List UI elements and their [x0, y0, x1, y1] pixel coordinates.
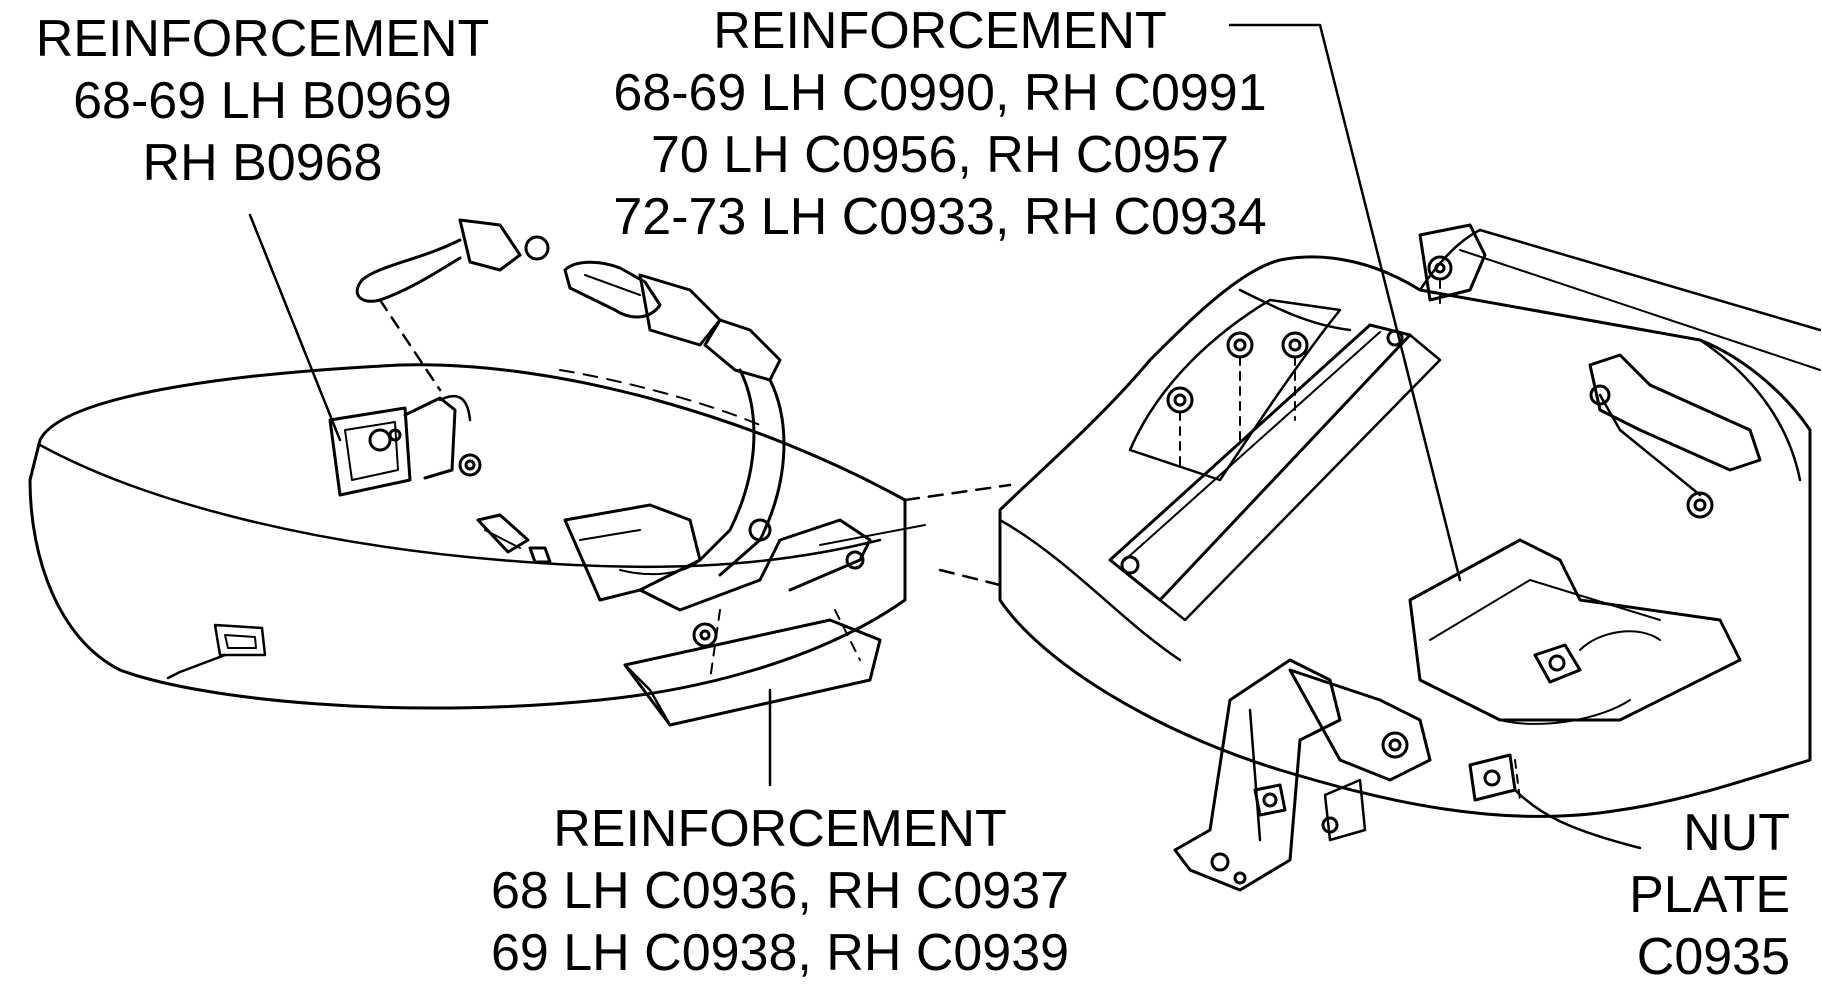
front-anchor-bracket [1175, 660, 1430, 890]
label-line: NUT [1683, 804, 1790, 862]
cushion-latch [168, 625, 265, 678]
floor-pan [1000, 230, 1820, 816]
left-seat-reinforcement-bracket [330, 396, 480, 495]
shoulder-belt-strap [357, 220, 548, 390]
assembly-dash-lines [905, 485, 1010, 585]
rivet [1283, 333, 1307, 357]
label-left-reinforcement: REINFORCEMENT 68-69 LH B0969 RH B0968 [10, 8, 515, 194]
leader-nut-plate [1515, 790, 1640, 848]
leader-lines [250, 25, 1640, 848]
label-line: 69 LH C0938, RH C0939 [490, 924, 1070, 982]
label-line: 68-69 LH C0990, RH C0991 [613, 64, 1267, 122]
label-line: REINFORCEMENT [713, 2, 1167, 60]
leader-top-reinforcement [1230, 25, 1460, 580]
rivet [1228, 333, 1252, 357]
leader-left-reinforcement [250, 215, 340, 440]
floor-upper-plate [1130, 257, 1451, 480]
label-line: 70 LH C0956, RH C0957 [650, 126, 1230, 184]
label-line: 68 LH C0936, RH C0937 [490, 862, 1070, 920]
upper-right-bracket [1420, 225, 1760, 517]
anchor-bolt-left [478, 515, 550, 562]
rivet [1429, 257, 1451, 279]
label-line: PLATE [1629, 866, 1790, 924]
nut-plate-bracket [1410, 540, 1740, 724]
label-line: RH B0968 [142, 134, 383, 192]
label-bottom-reinforcement: REINFORCEMENT 68 LH C0936, RH C0937 69 L… [440, 798, 1120, 984]
center-anchor-bracket [565, 505, 925, 610]
label-line: 68-69 LH B0969 [73, 72, 452, 130]
nut-plate [1535, 645, 1580, 682]
label-line: REINFORCEMENT [553, 800, 1007, 858]
rivet [1168, 388, 1192, 412]
rear-floor-bolt [1470, 755, 1520, 800]
label-nut-plate: NUT PLATE C0935 [1580, 802, 1790, 988]
seat-cushion [30, 365, 905, 708]
label-line: C0935 [1636, 928, 1790, 986]
floor-rail-reinforcement [1110, 325, 1440, 620]
label-top-reinforcement: REINFORCEMENT 68-69 LH C0990, RH C0991 7… [570, 0, 1310, 248]
label-line: REINFORCEMENT [35, 10, 490, 68]
label-line: 72-73 LH C0933, RH C0934 [613, 188, 1267, 246]
bottom-reinforcement-plate [625, 610, 880, 725]
bolt [1255, 785, 1285, 815]
buckle-strap [565, 262, 784, 575]
